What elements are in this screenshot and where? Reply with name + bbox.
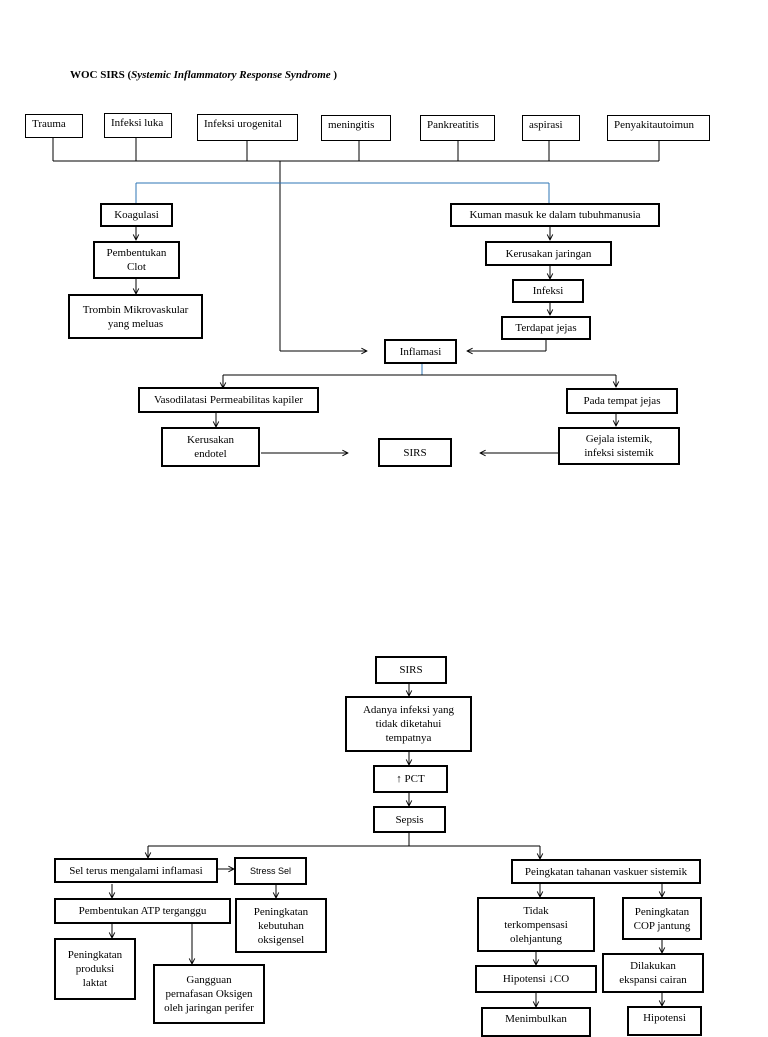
node-trombin: Trombin Mikrovaskular yang meluas [68, 294, 203, 339]
node-stress-sel: Stress Sel [234, 857, 307, 885]
node-laktat: Peningkatan produksi laktat [54, 938, 136, 1000]
node-aspirasi: aspirasi [522, 115, 580, 141]
node-tidak-terkompensasi: Tidak terkompensasi olehjantung [477, 897, 595, 952]
node-kerusakan-jaringan: Kerusakan jaringan [485, 241, 612, 266]
node-infeksi-urogenital: Infeksi urogenital [197, 114, 298, 141]
node-vasodilatasi: Vasodilatasi Permeabilitas kapiler [138, 387, 319, 413]
node-gejala-sistemik: Gejala istemik, infeksi sistemik [558, 427, 680, 465]
node-sepsis: Sepsis [373, 806, 446, 833]
node-pembentukan-clot: Pembentukan Clot [93, 241, 180, 279]
node-cop-jantung: Peningkatan COP jantung [622, 897, 702, 940]
node-infeksi: Infeksi [512, 279, 584, 303]
node-hipotensi-co: Hipotensi ↓CO [475, 965, 597, 993]
node-sirs-1: SIRS [378, 438, 452, 467]
node-infeksi-luka: Infeksi luka [104, 113, 172, 138]
node-menimbulkan: Menimbulkan [481, 1007, 591, 1037]
node-inflamasi: Inflamasi [384, 339, 457, 364]
node-koagulasi: Koagulasi [100, 203, 173, 227]
node-gangguan-pernafasan: Gangguan pernafasan Oksigen oleh jaringa… [153, 964, 265, 1024]
page-title: WOC SIRS (Systemic Inflammatory Response… [70, 69, 338, 81]
node-adanya-infeksi: Adanya infeksi yang tidak diketahui temp… [345, 696, 472, 752]
node-kebutuhan-oksigen: Peningkatan kebutuhan oksigensel [235, 898, 327, 953]
node-pankreatitis: Pankreatitis [420, 115, 495, 141]
node-hipotensi: Hipotensi [627, 1006, 702, 1036]
node-sel-inflamasi: Sel terus mengalami inflamasi [54, 858, 218, 883]
node-kuman: Kuman masuk ke dalam tubuhmanusia [450, 203, 660, 227]
node-pada-tempat-jejas: Pada tempat jejas [566, 388, 678, 414]
node-terdapat-jejas: Terdapat jejas [501, 316, 591, 340]
node-meningitis: meningitis [321, 115, 391, 141]
node-ekspansi-cairan: Dilakukan ekspansi cairan [602, 953, 704, 993]
node-penyakit-autoimun: Penyakitautoimun [607, 115, 710, 141]
node-atp: Pembentukan ATP terganggu [54, 898, 231, 924]
node-peningkatan-tahanan: Peingkatan tahanan vaskuer sistemik [511, 859, 701, 884]
node-pct: ↑ PCT [373, 765, 448, 793]
node-kerusakan-endotel: Kerusakan endotel [161, 427, 260, 467]
node-sirs-2: SIRS [375, 656, 447, 684]
node-trauma: Trauma [25, 114, 83, 138]
